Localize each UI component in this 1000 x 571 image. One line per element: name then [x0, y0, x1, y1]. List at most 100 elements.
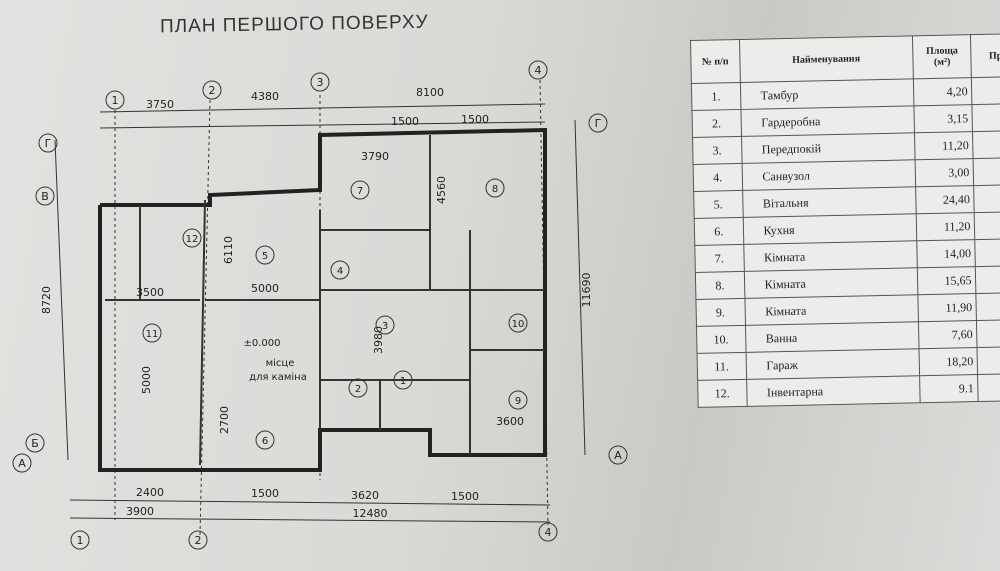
empty-cell: [972, 103, 1000, 132]
axis-label: В: [41, 190, 49, 203]
room-name: Передпокій: [741, 132, 915, 164]
room-area: 11,20: [914, 131, 974, 160]
room-number: 3: [382, 321, 388, 332]
empty-cell: [974, 211, 1000, 240]
empty-cell: [976, 292, 1000, 321]
room-name: Ванна: [745, 321, 919, 353]
axis-label: 4: [535, 64, 542, 77]
room-area: 9.1: [919, 374, 979, 403]
room-area: 24,40: [915, 185, 975, 214]
dimension: 1500: [461, 113, 489, 126]
room-name: Кімната: [744, 294, 919, 326]
room-name: Гардеробна: [740, 105, 915, 137]
row-number: 1.: [691, 82, 741, 111]
col-area: Площа (м²): [912, 34, 972, 79]
empty-cell: [977, 346, 1000, 375]
dimension: 3600: [496, 415, 524, 428]
dimension: 2700: [218, 406, 231, 434]
dimension: 5000: [140, 366, 153, 394]
row-number: 3.: [692, 136, 742, 165]
fireplace-note: для каміна: [249, 371, 307, 383]
room-area: 15,65: [917, 266, 977, 295]
room-name: Тамбур: [739, 78, 914, 110]
empty-cell: [978, 373, 1000, 402]
row-number: 12.: [697, 379, 747, 408]
row-number: 8.: [695, 271, 745, 300]
empty-cell: [973, 157, 1000, 186]
room-name: Гараж: [745, 348, 920, 380]
row-number: 10.: [696, 325, 746, 354]
empty-cell: [975, 238, 1000, 267]
room-name: Санвузол: [741, 159, 916, 191]
room-area: 18,20: [918, 347, 979, 376]
room-number: 10: [512, 319, 525, 330]
dimension: 12480: [353, 507, 388, 520]
room-number: 7: [357, 186, 363, 197]
axis-label: 4: [545, 526, 552, 539]
axis-label: Б: [31, 437, 39, 450]
axis-label: 2: [195, 534, 202, 547]
room-number: 5: [262, 251, 268, 262]
fireplace-note: місце: [266, 357, 295, 369]
empty-cell: [975, 265, 1000, 294]
room-number: 6: [262, 436, 268, 447]
room-name: Кімната: [743, 267, 918, 299]
room-number: 8: [492, 184, 498, 195]
room-name: Кімната: [743, 240, 918, 272]
dimension: 11690: [580, 273, 593, 308]
col-extra: Пр: [970, 33, 1000, 78]
room-number: 12: [186, 234, 199, 245]
room-area: 14,00: [916, 239, 976, 268]
room-name: Кухня: [742, 213, 917, 245]
dimension: 6110: [222, 236, 235, 264]
row-number: 4.: [693, 163, 743, 192]
dimension: 1500: [451, 490, 479, 503]
dimension: 3900: [126, 505, 154, 518]
room-number: 2: [355, 384, 361, 395]
room-area: 11,20: [916, 212, 976, 241]
row-number: 11.: [697, 352, 747, 381]
room-area: 7,60: [918, 320, 978, 349]
room-name: Вітальня: [742, 186, 917, 218]
dimension: 4560: [435, 176, 448, 204]
dimension: 3750: [146, 98, 174, 111]
axis-label: 1: [77, 534, 84, 547]
axis-label: Г: [45, 137, 52, 150]
axis-label: 3: [317, 76, 324, 89]
room-name: Інвентарна: [746, 375, 920, 407]
axis-label: 2: [209, 84, 216, 97]
axis-label: Г: [595, 117, 602, 130]
row-number: 6.: [694, 217, 744, 246]
dimension: 1500: [391, 115, 419, 128]
dimension: 3500: [136, 286, 164, 299]
dimension: 3790: [361, 150, 389, 163]
dimension: 3620: [351, 489, 379, 502]
room-area: 3,15: [913, 104, 973, 133]
row-number: 7.: [694, 244, 744, 273]
room-number: 9: [515, 396, 521, 407]
dimension: 5000: [251, 282, 279, 295]
rooms-table: № п/п Найменування Площа (м²) Пр 1.Тамбу…: [690, 33, 1000, 408]
row-number: 9.: [695, 298, 746, 327]
room-area: 11,90: [917, 293, 977, 322]
room-area: 3,00: [914, 158, 975, 187]
room-area: 4,20: [913, 77, 973, 106]
axis-label: А: [18, 457, 26, 470]
room-number: 1: [400, 376, 406, 387]
axis-label: 1: [112, 94, 119, 107]
empty-cell: [972, 130, 1000, 159]
row-number: 2.: [691, 109, 742, 138]
room-number: 4: [337, 266, 343, 277]
row-number: 5.: [693, 190, 743, 219]
dimension: 4380: [251, 90, 279, 103]
col-number: № п/п: [690, 39, 740, 84]
dimension: 8720: [40, 286, 53, 314]
dimension: 1500: [251, 487, 279, 500]
col-name: Найменування: [739, 35, 914, 83]
level-mark: ±0.000: [243, 338, 280, 349]
empty-cell: [976, 319, 1000, 348]
empty-cell: [971, 76, 1000, 105]
dimension: 2400: [136, 486, 164, 499]
axis-label: А: [614, 449, 622, 462]
